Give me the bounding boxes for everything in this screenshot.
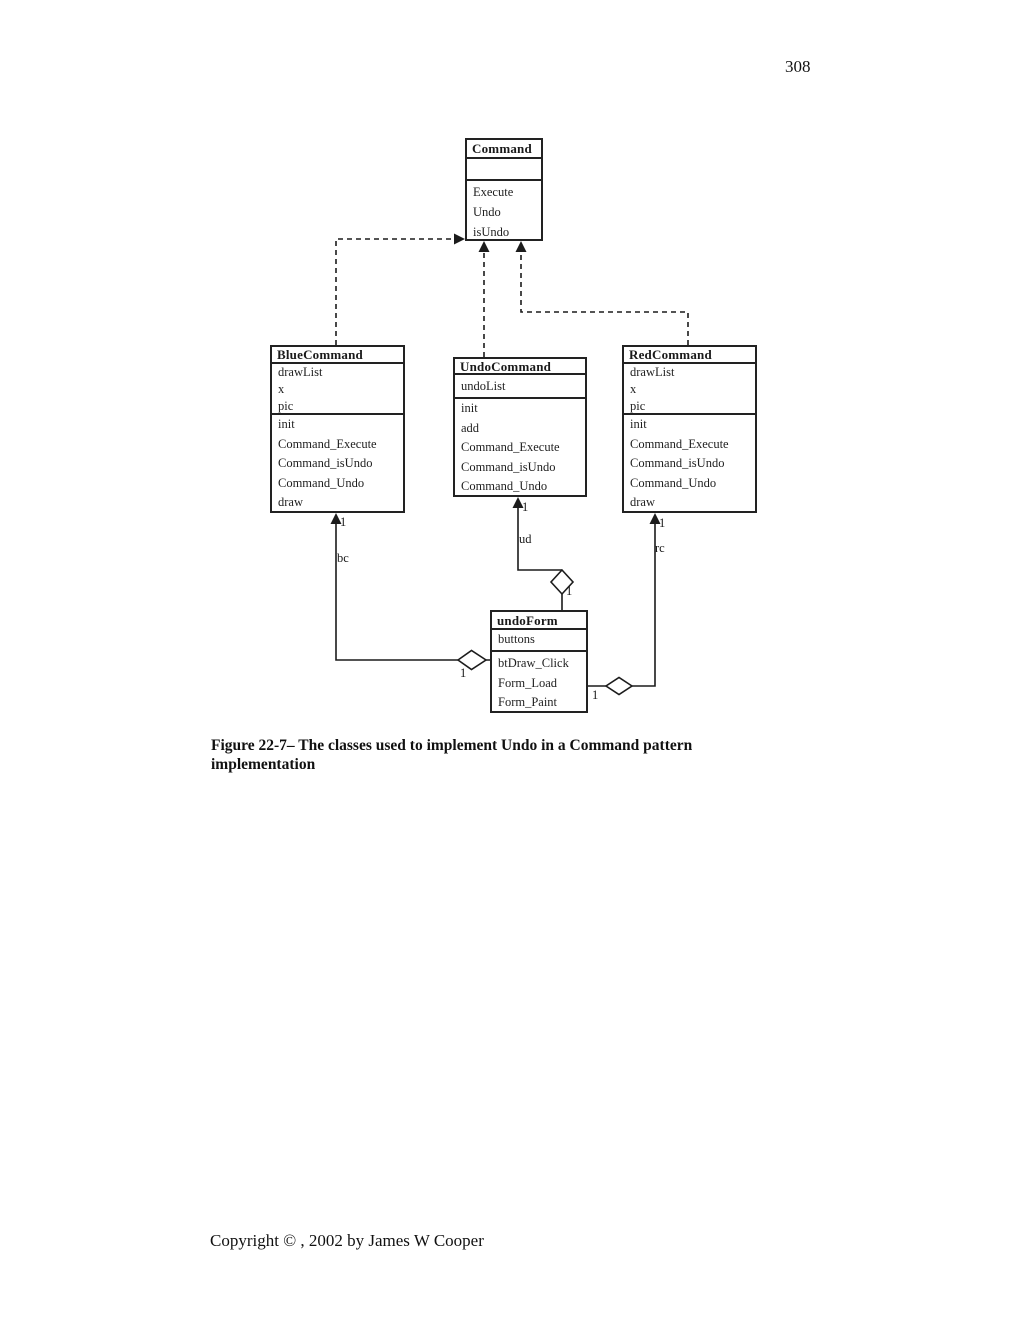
multiplicity-label-ud: 1 bbox=[522, 500, 529, 514]
aggregation-diamond-icon bbox=[604, 676, 634, 696]
attribute-item: x bbox=[630, 382, 637, 396]
method-item: Command_Execute bbox=[278, 436, 377, 451]
diamond-multiplicity-label-rc: 1 bbox=[592, 688, 599, 702]
attribute-item: x bbox=[278, 382, 285, 396]
class-title: RedCommand bbox=[624, 347, 755, 364]
realization-edge-redcommand bbox=[520, 251, 689, 345]
method-item: Command_Execute bbox=[461, 440, 560, 454]
method-item: Execute bbox=[473, 185, 514, 199]
realization-edge-bluecommand bbox=[335, 238, 456, 345]
class-box-command: Command Execute Undo isUndo bbox=[465, 138, 543, 241]
method-item: Command_Undo bbox=[630, 475, 717, 490]
method-item: isUndo bbox=[473, 225, 510, 239]
attribute-item: drawList bbox=[278, 365, 323, 379]
class-box-redcommand: RedCommand drawList x pic init Command_E… bbox=[622, 345, 757, 513]
diamond-multiplicity-label-ud: 1 bbox=[566, 584, 573, 598]
attributes-compartment: drawList x pic bbox=[272, 364, 403, 415]
attributes-compartment bbox=[467, 159, 541, 181]
class-title: BlueCommand bbox=[272, 347, 403, 364]
multiplicity-label-bc: 1 bbox=[340, 515, 347, 529]
method-item: Command_isUndo bbox=[278, 456, 373, 470]
attribute-item: pic bbox=[630, 399, 646, 413]
methods-compartment: Execute Undo isUndo bbox=[467, 181, 541, 242]
aggregation-diamond-icon bbox=[549, 568, 575, 596]
attribute-item: drawList bbox=[630, 365, 675, 379]
arrowhead-icon bbox=[478, 241, 490, 252]
class-box-bluecommand: BlueCommand drawList x pic init Command_… bbox=[270, 345, 405, 513]
arrowhead-icon bbox=[649, 513, 661, 524]
method-item: Form_Paint bbox=[498, 695, 558, 709]
methods-compartment: init add Command_Execute Command_isUndo … bbox=[455, 399, 585, 497]
arrowhead-icon bbox=[512, 497, 524, 508]
class-box-undocommand: UndoCommand undoList init add Command_Ex… bbox=[453, 357, 587, 497]
page-number: 308 bbox=[785, 57, 811, 76]
method-item: add bbox=[461, 420, 480, 435]
method-item: init bbox=[461, 401, 478, 415]
method-item: draw bbox=[630, 495, 655, 509]
arrowhead-icon bbox=[454, 233, 465, 245]
role-label-ud: ud bbox=[519, 532, 532, 546]
method-item: Command_isUndo bbox=[630, 456, 725, 470]
method-item: init bbox=[278, 417, 295, 431]
method-item: Command_Undo bbox=[461, 479, 548, 493]
method-item: init bbox=[630, 417, 647, 431]
attribute-item: pic bbox=[278, 399, 294, 413]
arrowhead-icon bbox=[515, 241, 527, 252]
methods-compartment: init Command_Execute Command_isUndo Comm… bbox=[624, 415, 755, 513]
multiplicity-label-rc: 1 bbox=[659, 516, 666, 530]
attributes-compartment: undoList bbox=[455, 375, 585, 399]
attribute-item: buttons bbox=[498, 632, 535, 646]
diamond-multiplicity-label-bc: 1 bbox=[460, 666, 467, 680]
aggregation-edge-undocommand bbox=[517, 506, 563, 610]
aggregation-edge-bluecommand bbox=[335, 522, 490, 661]
method-item: Command_Execute bbox=[630, 436, 729, 451]
aggregation-edge-redcommand bbox=[588, 522, 656, 687]
method-item: Command_isUndo bbox=[461, 459, 556, 474]
role-label-bc: bc bbox=[337, 551, 349, 565]
class-box-undoform: undoForm buttons btDraw_Click Form_Load … bbox=[490, 610, 588, 713]
method-item: Command_Undo bbox=[278, 475, 365, 490]
arrowhead-icon bbox=[330, 513, 342, 524]
figure-caption: Figure 22-7– The classes used to impleme… bbox=[211, 737, 693, 773]
method-item: Undo bbox=[473, 205, 501, 219]
copyright-line: Copyright © , 2002 by James W Cooper bbox=[210, 1231, 484, 1250]
class-title: UndoCommand bbox=[455, 359, 585, 375]
attribute-item: undoList bbox=[461, 379, 506, 393]
methods-compartment: init Command_Execute Command_isUndo Comm… bbox=[272, 415, 403, 513]
method-item: Form_Load bbox=[498, 675, 558, 690]
class-title: undoForm bbox=[492, 612, 586, 630]
attributes-compartment: buttons bbox=[492, 630, 586, 652]
methods-compartment: btDraw_Click Form_Load Form_Paint bbox=[492, 652, 586, 713]
method-item: draw bbox=[278, 495, 303, 509]
aggregation-diamond-icon bbox=[456, 649, 488, 671]
role-label-rc: rc bbox=[655, 541, 665, 555]
attributes-compartment: drawList x pic bbox=[624, 364, 755, 415]
class-title: Command bbox=[467, 140, 541, 159]
method-item: btDraw_Click bbox=[498, 656, 569, 670]
